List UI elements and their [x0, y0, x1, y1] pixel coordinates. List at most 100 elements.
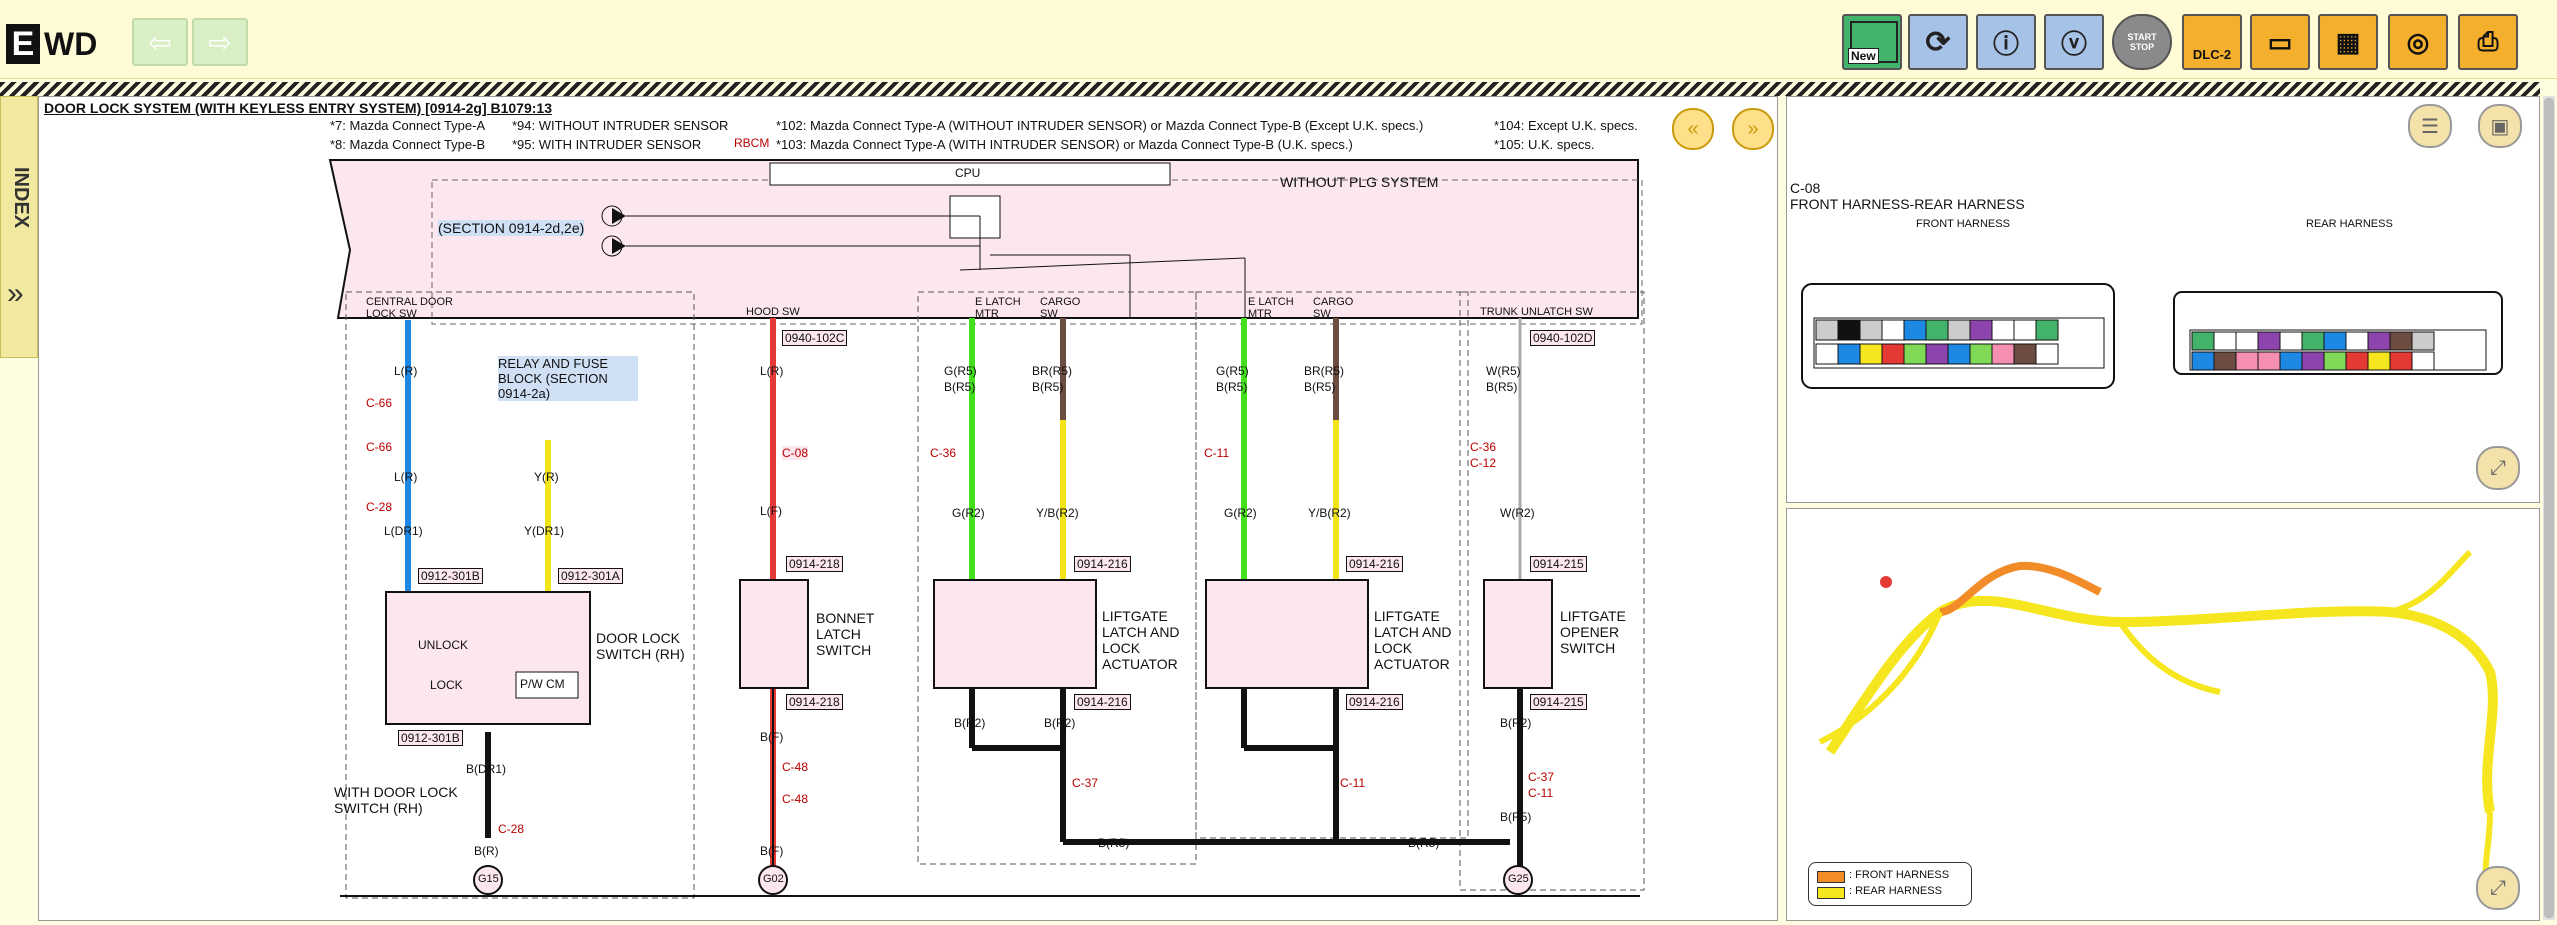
- wire-label: B(R5): [1500, 810, 1532, 824]
- dlc2-button[interactable]: DLC-2: [2182, 14, 2242, 70]
- wire-label: Y/B(R2): [1308, 506, 1351, 520]
- cargo-label-1: CARGO SW: [1040, 296, 1081, 320]
- c-connector-label: C-36: [1470, 440, 1497, 454]
- rear-harness-label: REAR HARNESS: [2306, 218, 2393, 230]
- c-connector-label: C-48: [782, 792, 809, 806]
- relay-block-button[interactable]: ▦: [2318, 14, 2378, 70]
- scrollbar-thumb[interactable]: [2544, 98, 2554, 918]
- c-connector-label: C-28: [498, 822, 525, 836]
- connector-tag[interactable]: 0940-102D: [1530, 330, 1596, 346]
- c-connector-label: C-11: [1340, 776, 1366, 790]
- wire-label: G(R2): [1224, 506, 1257, 520]
- wire-label: BR(R5): [1304, 364, 1345, 378]
- wire-label: B(R5): [1216, 380, 1248, 394]
- c-connector-label: C-11: [1528, 786, 1554, 800]
- forward-button[interactable]: ⇨: [192, 18, 248, 66]
- connector-tag[interactable]: 0912-301B: [398, 730, 463, 746]
- wire-label: B(R5): [1032, 380, 1064, 394]
- legend-front-label: : FRONT HARNESS: [1849, 869, 1950, 881]
- c-connector-label: C-08: [782, 446, 809, 460]
- wire-label: B(R): [474, 844, 499, 858]
- arrow-left-icon: ⇦: [148, 26, 172, 58]
- ground-label: G02: [763, 873, 784, 885]
- c-connector-label: C-12: [1470, 456, 1497, 470]
- popout-button[interactable]: ⤢: [2476, 446, 2520, 490]
- popout-map-button[interactable]: ⤢: [2476, 866, 2520, 910]
- footnote-94: *94: WITHOUT INTRUDER SENSOR: [512, 118, 729, 133]
- connector-tag[interactable]: 0914-215: [1530, 694, 1587, 710]
- harness-map: [1818, 549, 2498, 894]
- pwcm-label: P/W CM: [520, 677, 565, 691]
- ground-point-button[interactable]: ◎: [2388, 14, 2448, 70]
- ground-label: G25: [1508, 873, 1529, 885]
- separator-stripe: [0, 82, 2540, 96]
- arrow-right-icon: ⇨: [208, 26, 232, 58]
- wire-label: W(R5): [1486, 364, 1521, 378]
- document-info-button[interactable]: ⓘ: [1976, 14, 2036, 70]
- e-latch-label-2: E LATCH MTR: [1248, 296, 1294, 320]
- connector-id: C-08: [1790, 180, 1821, 196]
- back-button[interactable]: ⇦: [132, 18, 188, 66]
- wire-label: B(R5): [1304, 380, 1336, 394]
- footnote-105: *105: U.K. specs.: [1494, 137, 1595, 152]
- double-left-icon: «: [1687, 117, 1699, 140]
- rear-harness-swatch: [1817, 887, 1845, 899]
- footnote-95: *95: WITH INTRUDER SENSOR: [512, 137, 702, 152]
- new-button[interactable]: New: [1842, 14, 1902, 70]
- footnote-8: *8: Mazda Connect Type-B: [330, 137, 486, 152]
- connector-tag[interactable]: 0914-216: [1074, 694, 1131, 710]
- cpu-label: CPU: [955, 166, 981, 180]
- trunk-unlatch-label: TRUNK UNLATCH SW: [1480, 306, 1593, 318]
- popout-icon: ⤢: [2490, 876, 2506, 899]
- door-lock-switch-label: DOOR LOCK SWITCH (RH): [596, 630, 685, 662]
- c-connector-label: C-66: [366, 396, 393, 410]
- wire-label: B(DR1): [466, 762, 507, 776]
- vertical-scrollbar[interactable]: [2543, 96, 2555, 920]
- wire-label: Y(R): [534, 470, 559, 484]
- front-harness-label: FRONT HARNESS: [1916, 218, 2010, 230]
- battery-icon: ▭: [2267, 26, 2293, 57]
- connector-tag[interactable]: 0914-216: [1074, 556, 1131, 572]
- document-view-button[interactable]: ⓥ: [2044, 14, 2104, 70]
- previous-page-button[interactable]: «: [1672, 108, 1714, 150]
- next-page-button[interactable]: »: [1732, 108, 1774, 150]
- connector-tag[interactable]: 0914-218: [786, 694, 843, 710]
- logo-mark: E: [6, 24, 40, 64]
- without-plg-label: WITHOUT PLG SYSTEM: [1280, 174, 1439, 190]
- wire-label: G(R5): [944, 364, 977, 378]
- connector-tag[interactable]: 0914-215: [1530, 556, 1587, 572]
- list-button[interactable]: ☰: [2408, 104, 2452, 148]
- logo-text: WD: [44, 25, 98, 62]
- wire-label: B(F): [760, 730, 784, 744]
- unlock-label: UNLOCK: [418, 638, 469, 652]
- c-connector-label: C-36: [930, 446, 957, 460]
- e-latch-label-1: E LATCH MTR: [975, 296, 1021, 320]
- connector-tag[interactable]: 0914-218: [786, 556, 843, 572]
- legend-rear-label: : REAR HARNESS: [1849, 885, 1942, 897]
- battery-button[interactable]: ▭: [2250, 14, 2310, 70]
- document-view-icon: ⓥ: [2060, 28, 2087, 59]
- app-logo: E WD: [6, 22, 97, 66]
- connector-name: FRONT HARNESS-REAR HARNESS: [1790, 196, 2025, 212]
- connector-tag[interactable]: 0912-301A: [558, 568, 623, 584]
- c-connector-label: C-37: [1072, 776, 1099, 790]
- index-tab[interactable]: INDEX »: [0, 96, 38, 358]
- connector-tag[interactable]: 0940-102C: [782, 330, 848, 346]
- new-label: New: [1848, 48, 1879, 64]
- wire-label: G(R2): [952, 506, 985, 520]
- start-stop-button[interactable]: START STOP: [2112, 14, 2172, 70]
- wire-label: W(R2): [1500, 506, 1535, 520]
- c-connector-label: C-66: [366, 440, 393, 454]
- connector-pinout: [1801, 283, 2503, 389]
- wire-label: Y/B(R2): [1036, 506, 1079, 520]
- start-stop-label: START STOP: [2127, 32, 2157, 52]
- top-toolbar: E WD ⇦ ⇨ New ⟳ ⓘ ⓥ START STOP DLC-2 ▭ ▦ …: [0, 0, 2557, 79]
- photo-button[interactable]: ▣: [2478, 104, 2522, 148]
- refresh-window-button[interactable]: ⟳: [1908, 14, 1968, 70]
- connector-tag[interactable]: 0914-216: [1346, 556, 1403, 572]
- connector-tag[interactable]: 0914-216: [1346, 694, 1403, 710]
- harness-legend: : FRONT HARNESS : REAR HARNESS: [1808, 862, 1972, 906]
- print-button[interactable]: ⎙: [2458, 14, 2518, 70]
- wire-label: G(R5): [1216, 364, 1249, 378]
- connector-tag[interactable]: 0912-301B: [418, 568, 483, 584]
